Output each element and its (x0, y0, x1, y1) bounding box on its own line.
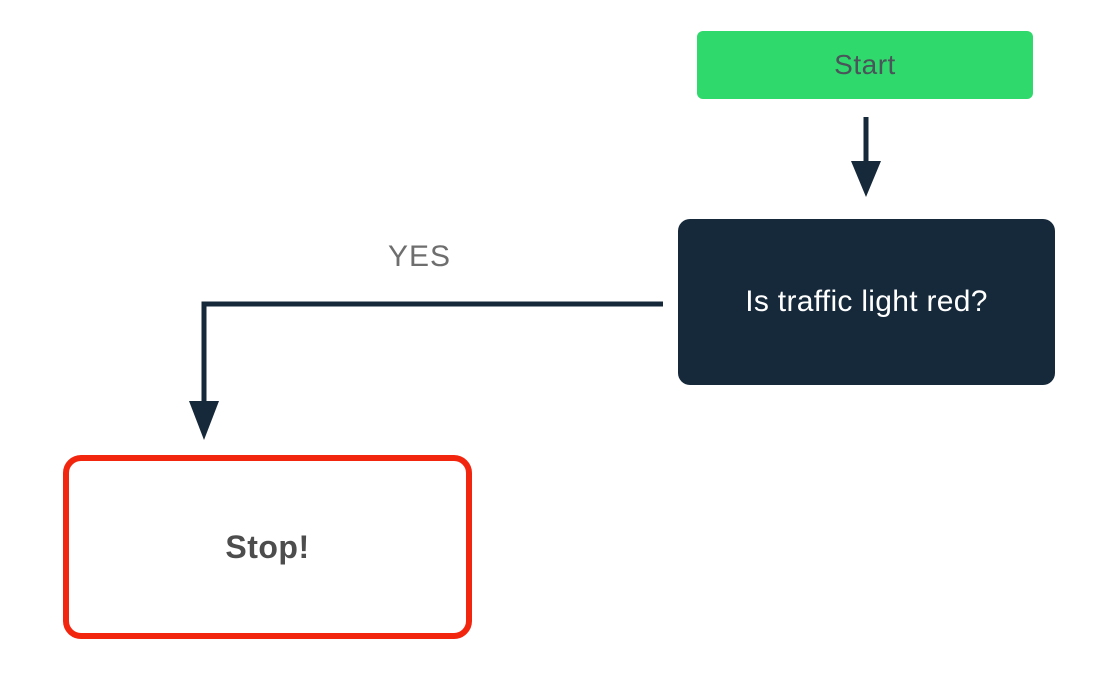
arrow-decision-to-stop-shaft (201, 301, 663, 403)
node-start-label: Start (834, 49, 896, 80)
node-decision-label: Is traffic light red? (745, 285, 988, 318)
edge-label-yes: YES (388, 240, 452, 273)
node-start: Start (697, 31, 1033, 99)
node-decision: Is traffic light red? (678, 219, 1055, 385)
arrow-decision-to-stop (189, 301, 663, 440)
arrowhead-down-icon (851, 161, 881, 197)
arrowhead-down-icon (189, 401, 219, 440)
arrow-start-to-decision (851, 117, 881, 197)
node-stop-label: Stop! (225, 528, 310, 565)
node-stop: Stop! (63, 455, 472, 639)
